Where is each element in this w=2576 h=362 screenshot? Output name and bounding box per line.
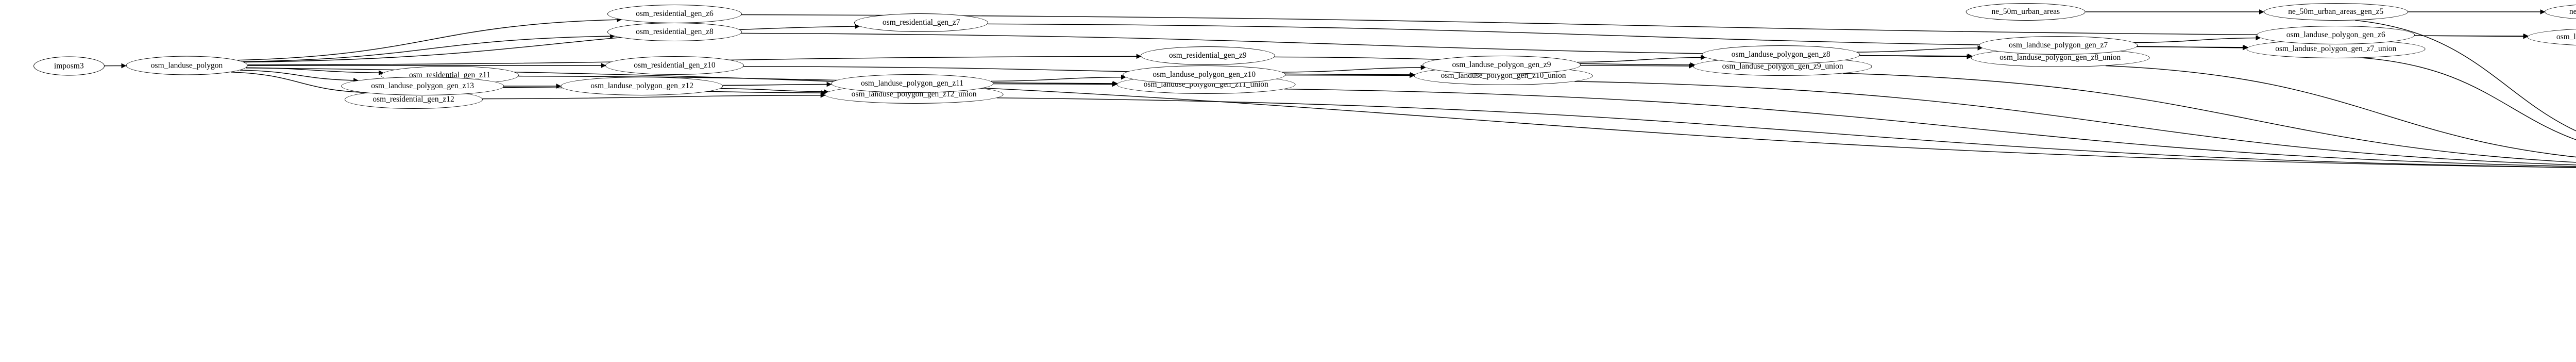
graph-node-label: osm_residential_gen_z7 <box>882 18 960 27</box>
graph-edge <box>1284 88 2576 167</box>
graph-node-label: osm_landuse_polygon_gen_z8 <box>1731 50 1831 59</box>
graph-node-label: ne_50m_urban_areas <box>1991 7 2060 17</box>
graph-node-label: osm_landuse_polygon_gen_z12_union <box>851 90 977 99</box>
graph-node-osm-landuse-polygon[interactable]: osm_landuse_polygon <box>126 56 248 75</box>
graph-node-label: osm_landuse_polygon_gen_z8_union <box>1999 53 2121 62</box>
graph-node-label: osm_landuse_polygon_gen_z7_union <box>2275 44 2397 54</box>
graph-node-osm-residential-gen-z8[interactable]: osm_residential_gen_z8 <box>607 23 742 41</box>
graph-node-label: imposm3 <box>54 61 84 71</box>
graph-edge <box>1285 73 1415 78</box>
graph-edge <box>741 14 2529 39</box>
graph-node-label: osm_residential_gen_z8 <box>636 27 714 37</box>
graph-node-label: osm_landuse_polygon_gen_z10 <box>1153 70 1256 79</box>
graph-node-osm-landuse-polygon-gen-z13[interactable]: osm_landuse_polygon_gen_z13 <box>341 77 504 95</box>
graph-node-osm-residential-gen-z10[interactable]: osm_residential_gen_z10 <box>605 56 744 75</box>
graph-node-label: osm_landuse_polygon_gen_z10_union <box>1440 71 1566 80</box>
graph-node-label: osm_landuse_polygon_gen_z7 <box>2009 41 2108 50</box>
graph-node-label: osm_landuse_polygon_gen_z6_union <box>2556 32 2576 42</box>
graph-node-imposm3[interactable]: imposm3 <box>33 56 105 76</box>
graph-edge <box>240 70 359 83</box>
graph-node-label: osm_landuse_polygon_gen_z11 <box>860 79 964 88</box>
graph-node-osm-landuse-polygon-gen-z10[interactable]: osm_landuse_polygon_gen_z10 <box>1123 65 1285 84</box>
graph-edge <box>723 81 832 87</box>
graph-node-osm-residential-gen-z6[interactable]: osm_residential_gen_z6 <box>607 5 742 23</box>
graph-edge <box>244 24 860 63</box>
graph-node-label: osm_landuse_polygon_gen_z13 <box>371 81 474 91</box>
graph-edge <box>237 17 622 61</box>
graph-edge <box>482 92 826 100</box>
graph-edge <box>1857 45 1983 53</box>
graph-node-label: osm_residential_gen_z9 <box>1168 51 1247 60</box>
graph-edge <box>1574 81 2576 166</box>
graph-node-label: osm_residential_gen_z12 <box>372 95 454 104</box>
graph-node-osm-landuse-polygon-gen-z11[interactable]: osm_landuse_polygon_gen_z11 <box>831 74 994 93</box>
graph-edge <box>991 74 1126 82</box>
graph-node-label: osm_landuse_polygon_gen_z9_union <box>1722 62 1843 71</box>
graph-edge <box>743 65 1415 77</box>
graph-edge <box>993 81 1117 87</box>
graph-edge <box>242 34 615 62</box>
graph-edge <box>1282 65 1426 73</box>
graph-edge <box>1577 55 1706 63</box>
graph-node-ne-50m-urban-areas[interactable]: ne_50m_urban_areas <box>1965 3 2086 21</box>
graph-edge <box>996 97 2576 168</box>
graph-node-osm-landuse-polygon-gen-z9[interactable]: osm_landuse_polygon_gen_z9 <box>1422 56 1581 74</box>
graph-node-label: osm_landuse_polygon_gen_z9 <box>1452 60 1551 70</box>
graph-edge <box>2133 35 2261 43</box>
graph-node-osm-landuse-polygon-gen-z12[interactable]: osm_landuse_polygon_gen_z12 <box>561 77 723 95</box>
graph-edge <box>2355 20 2576 131</box>
graph-edge <box>1843 73 2576 163</box>
graph-edge <box>720 88 829 94</box>
graph-edge <box>1581 63 1694 69</box>
graph-node-osm-landuse-polygon-gen-z8[interactable]: osm_landuse_polygon_gen_z8 <box>1701 45 1860 64</box>
graph-node-label: osm_landuse_polygon_gen_z6 <box>2286 30 2385 40</box>
graph-node-osm-residential-gen-z7[interactable]: osm_residential_gen_z7 <box>854 13 989 32</box>
graph-node-osm-landuse-polygon-gen-z7[interactable]: osm_landuse_polygon_gen_z7 <box>1979 36 2138 55</box>
graph-edge <box>2362 57 2576 140</box>
graph-node-label: osm_landuse_polygon <box>150 61 223 70</box>
graph-node-osm-residential-gen-z9[interactable]: osm_residential_gen_z9 <box>1141 46 1275 65</box>
graph-node-label: ne_50m_urban_areas_gen_z4 <box>2569 7 2576 17</box>
graph-node-label: osm_residential_gen_z6 <box>636 9 714 19</box>
graph-node-label: ne_50m_urban_areas_gen_z5 <box>2288 7 2384 17</box>
graph-node-label: osm_landuse_polygon_gen_z12 <box>590 81 693 91</box>
graph-edge <box>230 72 368 95</box>
graph-node-ne-50m-urban-areas-gen-z5[interactable]: ne_50m_urban_areas_gen_z5 <box>2263 3 2408 21</box>
graph-edge <box>2105 65 2576 158</box>
graph-node-osm-landuse-polygon-gen-z6[interactable]: osm_landuse_polygon_gen_z6 <box>2257 26 2415 44</box>
graph-node-label: osm_residential_gen_z10 <box>634 61 716 70</box>
